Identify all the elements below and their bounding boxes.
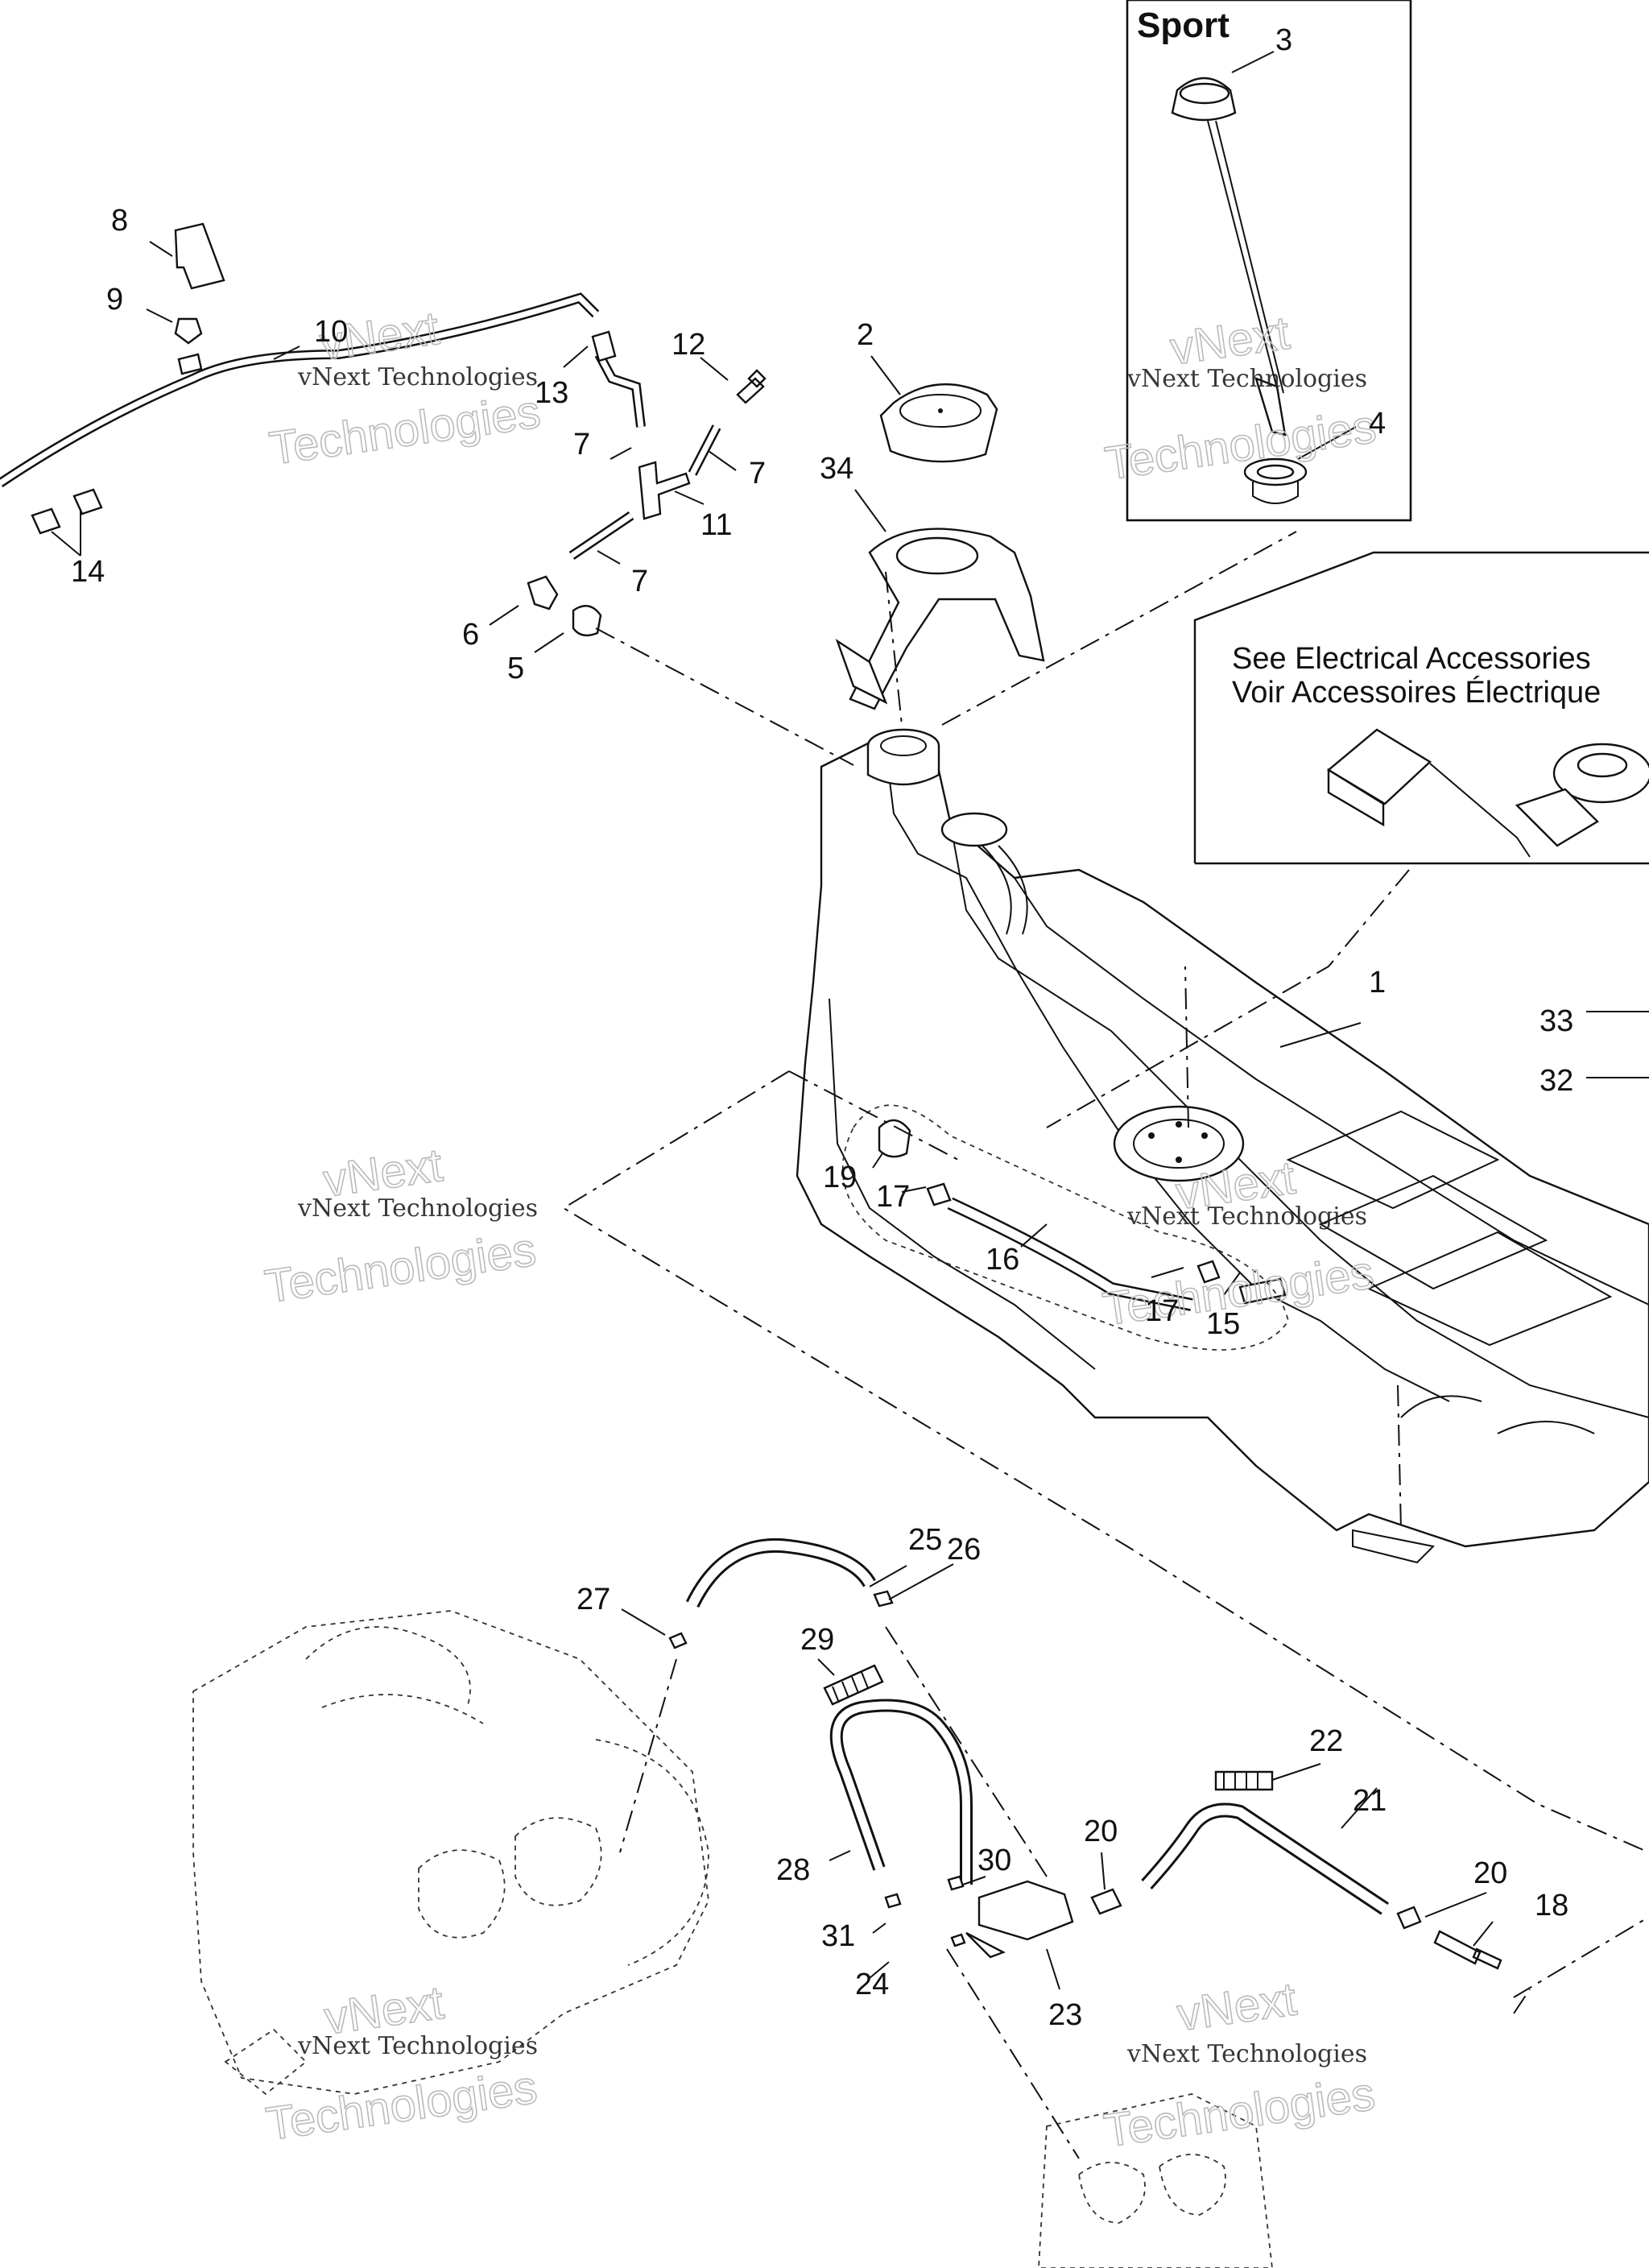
sport-title: Sport bbox=[1137, 6, 1230, 45]
callout-7b: 7 bbox=[749, 457, 766, 490]
watermark-large-1: Technologies bbox=[267, 385, 543, 474]
fuel-pickup-group bbox=[841, 1104, 1289, 1351]
callout-22: 22 bbox=[1309, 1724, 1343, 1758]
callout-32: 32 bbox=[1539, 1064, 1573, 1098]
callout-27: 27 bbox=[577, 1583, 610, 1616]
callout-11: 11 bbox=[701, 508, 732, 542]
watermark-top-6: vNext bbox=[1174, 1972, 1300, 2041]
callouts: 3 4 2 34 1 8 9 10 13 12 7 7 11 7 6 5 14 … bbox=[71, 23, 1573, 2032]
callout-30: 30 bbox=[977, 1844, 1011, 1877]
callout-12: 12 bbox=[672, 328, 705, 362]
callout-17b: 17 bbox=[1145, 1294, 1179, 1328]
callout-26: 26 bbox=[947, 1533, 981, 1566]
watermark-large-2: Technologies bbox=[1102, 400, 1379, 490]
vent-lines bbox=[0, 222, 767, 637]
callout-21: 21 bbox=[1353, 1784, 1387, 1818]
callout-13: 13 bbox=[535, 376, 568, 410]
callout-20b: 20 bbox=[1473, 1856, 1507, 1890]
callout-5: 5 bbox=[507, 652, 524, 685]
callout-10: 10 bbox=[314, 315, 348, 349]
callout-15: 15 bbox=[1206, 1307, 1240, 1341]
engine-left bbox=[192, 1610, 709, 2096]
watermark-small-1: vNext Technologies bbox=[297, 363, 538, 391]
callout-24: 24 bbox=[855, 1968, 889, 2001]
callout-14: 14 bbox=[71, 555, 105, 589]
leader-lines bbox=[51, 51, 1649, 1990]
electrical-note-line1: See Electrical Accessories bbox=[1232, 642, 1591, 676]
callout-16: 16 bbox=[986, 1243, 1019, 1277]
callout-25: 25 bbox=[908, 1523, 942, 1557]
callout-18: 18 bbox=[1535, 1889, 1568, 1922]
callout-7c: 7 bbox=[631, 565, 648, 598]
callout-23: 23 bbox=[1048, 1998, 1082, 2032]
electrical-note-box: See Electrical Accessories Voir Accessoi… bbox=[1193, 551, 1649, 865]
callout-34: 34 bbox=[820, 452, 853, 486]
callout-33: 33 bbox=[1539, 1004, 1573, 1038]
callout-28: 28 bbox=[776, 1853, 810, 1887]
watermark-small-5: vNext Technologies bbox=[297, 2032, 538, 2060]
watermark-large-6: Technologies bbox=[1101, 2067, 1378, 2157]
lower-fuel-lines bbox=[668, 1538, 1502, 1970]
watermark-small-6: vNext Technologies bbox=[1126, 2040, 1367, 2068]
watermark-small-4: vNext Technologies bbox=[1126, 1202, 1367, 1231]
watermarks: Technologies vNext vNext Technologies Te… bbox=[261, 301, 1379, 2158]
sport-inset: Sport bbox=[1126, 0, 1412, 522]
filler-bracket bbox=[835, 528, 1045, 710]
callout-6: 6 bbox=[462, 618, 479, 652]
watermark-small-3: vNext Technologies bbox=[297, 1194, 538, 1223]
engine-bottom bbox=[1038, 2093, 1273, 2268]
callout-3: 3 bbox=[1275, 23, 1292, 57]
callout-9: 9 bbox=[106, 283, 123, 317]
callout-7a: 7 bbox=[573, 428, 590, 461]
watermark-large-3: Technologies bbox=[262, 1223, 539, 1313]
callout-17a: 17 bbox=[876, 1180, 910, 1214]
callout-1: 1 bbox=[1369, 966, 1386, 999]
electrical-note-line2: Voir Accessoires Électrique bbox=[1232, 675, 1601, 710]
callout-29: 29 bbox=[800, 1623, 834, 1657]
callout-8: 8 bbox=[111, 204, 128, 238]
reference-lines bbox=[562, 531, 1649, 2159]
filler-cap bbox=[879, 383, 998, 463]
callout-31: 31 bbox=[821, 1919, 855, 1953]
watermark-large-5: Technologies bbox=[263, 2061, 540, 2150]
callout-19: 19 bbox=[823, 1161, 857, 1194]
callout-2: 2 bbox=[857, 318, 874, 352]
watermark-small-2: vNext Technologies bbox=[1126, 365, 1367, 393]
callout-4: 4 bbox=[1369, 407, 1386, 441]
callout-20a: 20 bbox=[1084, 1815, 1118, 1848]
fuel-tank bbox=[796, 728, 1649, 1564]
